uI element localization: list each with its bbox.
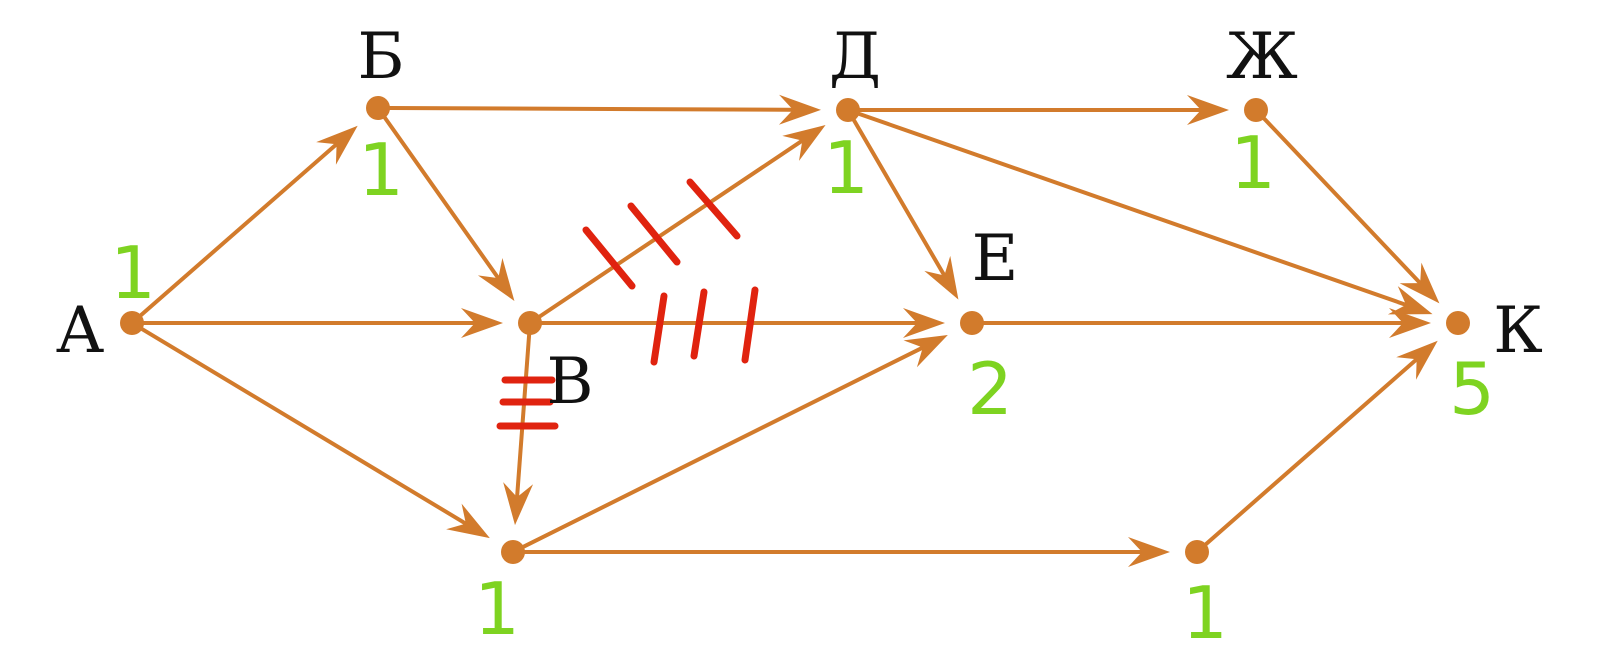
path-count-B: 1: [358, 128, 404, 212]
node-B: [366, 96, 390, 120]
node-name-B: Б: [357, 20, 404, 94]
node-D: [836, 98, 860, 122]
edge-line: [382, 114, 510, 294]
path-count-A: 1: [110, 231, 156, 315]
node-name-D: Д: [829, 20, 881, 94]
edge-V-E: [539, 308, 945, 338]
path-count-D: 1: [823, 126, 869, 210]
arrowhead: [1389, 308, 1431, 338]
node-name-Zh: Ж: [1226, 20, 1298, 94]
node-A: [120, 311, 144, 335]
node-I: [1185, 540, 1209, 564]
edge-line: [537, 129, 818, 319]
cut-mark: [741, 286, 759, 364]
edges-layer: [138, 94, 1440, 567]
arrowhead: [782, 125, 826, 161]
cut-mark: [686, 178, 741, 240]
node-name-A: А: [56, 294, 104, 368]
node-E: [960, 311, 984, 335]
arrowhead: [1396, 340, 1438, 380]
arrowhead: [1387, 286, 1433, 315]
edge-B-V: [382, 114, 515, 301]
edge-D-E: [851, 117, 959, 300]
edge-V-D: [537, 125, 826, 319]
edge-A-V: [141, 308, 503, 338]
arrowhead: [503, 482, 534, 526]
path-count-E: 2: [967, 347, 1013, 431]
edge-line: [856, 111, 1424, 313]
edge-line: [139, 326, 482, 534]
arrowhead: [778, 94, 822, 125]
arrowhead: [461, 308, 503, 338]
node-name-K: К: [1493, 294, 1543, 368]
path-count-K: 5: [1449, 347, 1495, 431]
arrowhead: [1187, 95, 1229, 125]
node-K: [1446, 311, 1470, 335]
edge-line: [1261, 115, 1434, 297]
arrowhead: [316, 125, 358, 165]
node-name-E: Е: [972, 222, 1019, 296]
edge-G-E: [520, 335, 948, 550]
edge-line: [386, 106, 812, 112]
arrowhead: [446, 503, 490, 539]
edge-line: [851, 117, 955, 292]
arrowhead: [903, 308, 945, 338]
cut-marks-layer: [496, 178, 759, 430]
cut-mark: [582, 226, 636, 290]
arrowhead: [1399, 262, 1440, 304]
path-count-G: 1: [474, 567, 520, 651]
path-count-Zh: 1: [1230, 121, 1276, 205]
edge-line: [1203, 346, 1431, 547]
edge-D-K: [856, 111, 1433, 315]
cut-mark: [627, 202, 681, 266]
nodes-layer: [120, 96, 1470, 564]
edge-E-K: [981, 308, 1431, 338]
edge-I-K: [1203, 340, 1438, 547]
node-Zh: [1244, 98, 1268, 122]
edge-Zh-K: [1261, 115, 1440, 304]
edge-G-I: [522, 537, 1170, 567]
edge-D-Zh: [857, 95, 1229, 125]
cut-mark: [650, 292, 668, 366]
arrowhead: [1128, 537, 1170, 567]
arrowhead: [903, 335, 948, 368]
edge-line: [520, 338, 940, 550]
edge-line: [138, 131, 351, 318]
node-name-V: В: [546, 345, 593, 419]
cut-mark: [690, 288, 708, 360]
arrowhead: [924, 255, 959, 300]
edge-V-G: [503, 331, 534, 526]
edge-B-D: [386, 94, 822, 125]
path-count-I: 1: [1182, 571, 1228, 655]
node-V: [518, 311, 542, 335]
edge-A-G: [139, 326, 490, 539]
edge-A-B: [138, 125, 358, 318]
node-G: [501, 540, 525, 564]
arrowhead: [477, 257, 515, 301]
